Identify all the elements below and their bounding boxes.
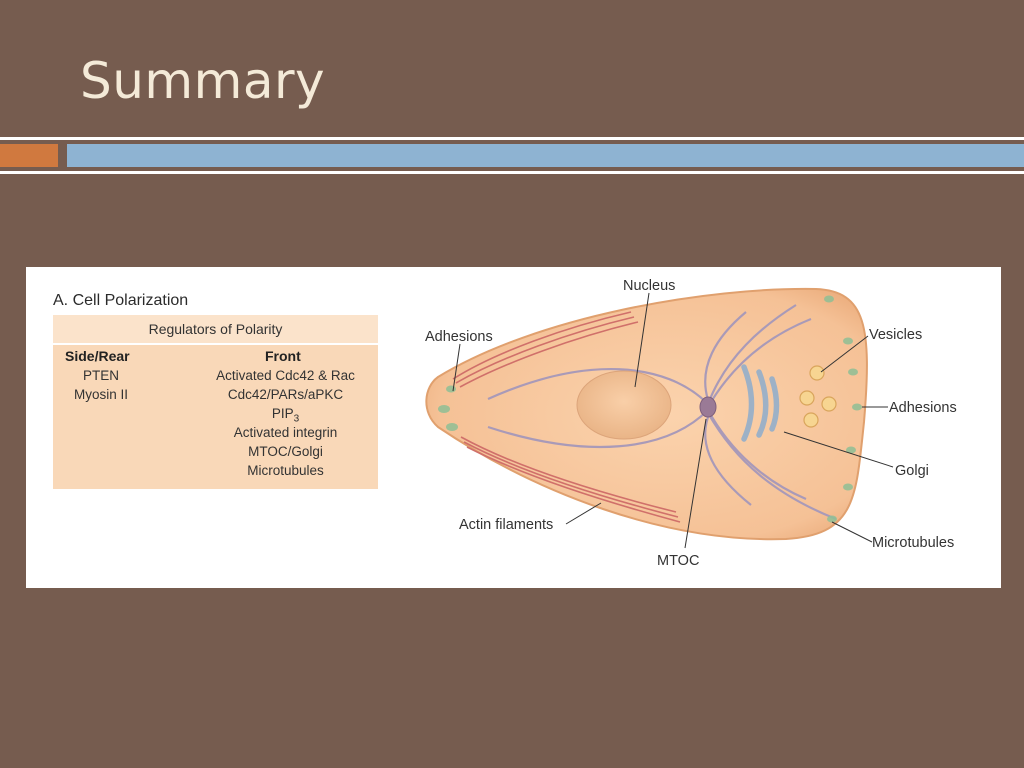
label-microtubules: Microtubules: [872, 535, 954, 551]
mtoc: [699, 396, 717, 418]
side-rear-heading: Side/Rear: [65, 348, 130, 364]
label-adhesions-left: Adhesions: [425, 329, 493, 345]
side-rear-item: Myosin II: [73, 387, 128, 402]
front-item: Cdc42/PARs/aPKC: [227, 387, 344, 402]
slide-title: Summary: [80, 52, 326, 110]
cell-diagram: Nucleus Adhesions Vesicles Adhesions Gol…: [425, 278, 957, 569]
front-item: Activated integrin: [233, 425, 338, 440]
accent-bar-blue: [67, 144, 1024, 167]
adhesion-spots: [438, 295, 862, 523]
label-golgi: Golgi: [895, 463, 929, 479]
front-item-subscript: 3: [293, 413, 300, 425]
front-heading: Front: [265, 348, 301, 364]
actin-filaments-bottom: [460, 436, 681, 523]
bottom-divider: [0, 171, 1024, 174]
figure-title: A. Cell Polarization: [53, 292, 189, 309]
front-item: Activated Cdc42 & Rac: [216, 368, 355, 383]
label-adhesions-right: Adhesions: [889, 400, 957, 416]
label-nucleus: Nucleus: [623, 278, 675, 294]
nucleus: [576, 370, 672, 440]
side-rear-item: PTEN: [82, 368, 119, 383]
label-actin-filaments: Actin filaments: [459, 517, 553, 533]
accent-bar-orange: [0, 144, 58, 167]
top-divider: [0, 137, 1024, 140]
label-mtoc: MTOC: [657, 553, 699, 569]
front-item: Microtubules: [247, 463, 324, 478]
golgi-stacks: [741, 364, 780, 442]
front-item: PIP3: [193, 406, 378, 425]
front-item-text: PIP: [271, 406, 294, 421]
leader-lines: [452, 292, 894, 549]
cell-polarization-figure: Nucleus Adhesions Vesicles Adhesions Gol…: [26, 267, 1001, 588]
regulators-table: Regulators of Polarity Side/Rear Front P…: [53, 315, 378, 489]
label-vesicles: Vesicles: [869, 327, 922, 343]
actin-filaments-top: [452, 311, 639, 388]
table-header: Regulators of Polarity: [53, 315, 378, 345]
vesicles: [799, 365, 837, 428]
microtubules: [487, 304, 837, 521]
front-item: MTOC/Golgi: [248, 444, 323, 459]
